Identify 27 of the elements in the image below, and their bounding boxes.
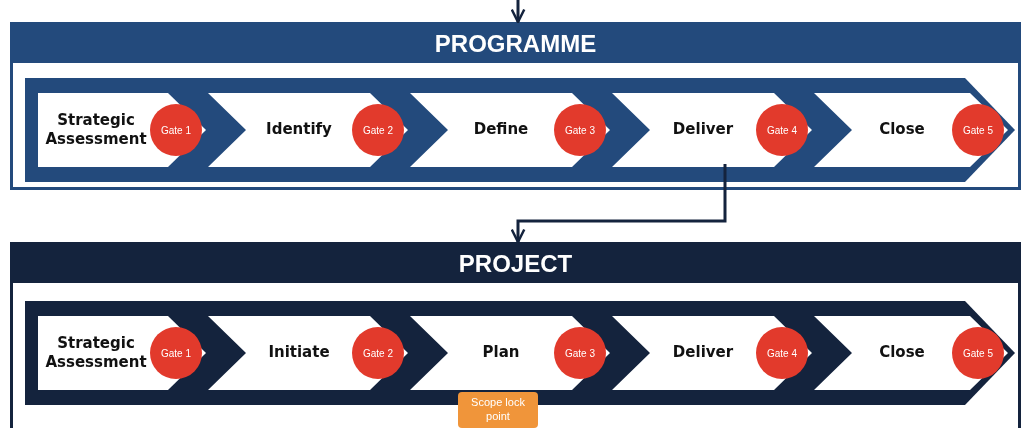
panel-title: PROGRAMME [434,30,597,58]
process-panel [10,22,1021,190]
stage-label: Deliver [671,119,735,141]
stage-label: Initiate [267,342,331,364]
stage-banner [814,93,1008,167]
arrow [510,164,727,244]
stage-banner [208,93,408,167]
arrow [510,0,526,24]
stage-label: Close [878,119,926,141]
stage-banner [612,316,812,390]
stage-label: Strategic Assessment [44,332,148,373]
stage-label: Plan [481,342,521,364]
panel-title: PROJECT [458,250,573,278]
stage-label: Deliver [671,342,735,364]
scope-note: Scope lock point [458,392,538,428]
stage-label: Close [878,342,926,364]
stage-banner [38,316,206,390]
stage-banner [612,93,812,167]
stage-banner [208,316,408,390]
stage-banner [814,316,1008,390]
stage-label: Identify [265,119,333,141]
stage-label: Define [472,119,530,141]
stage-banner [410,93,610,167]
stage-banner [410,316,610,390]
stage-banner [38,93,206,167]
process-panel [10,242,1021,428]
stage-label: Strategic Assessment [44,109,148,150]
